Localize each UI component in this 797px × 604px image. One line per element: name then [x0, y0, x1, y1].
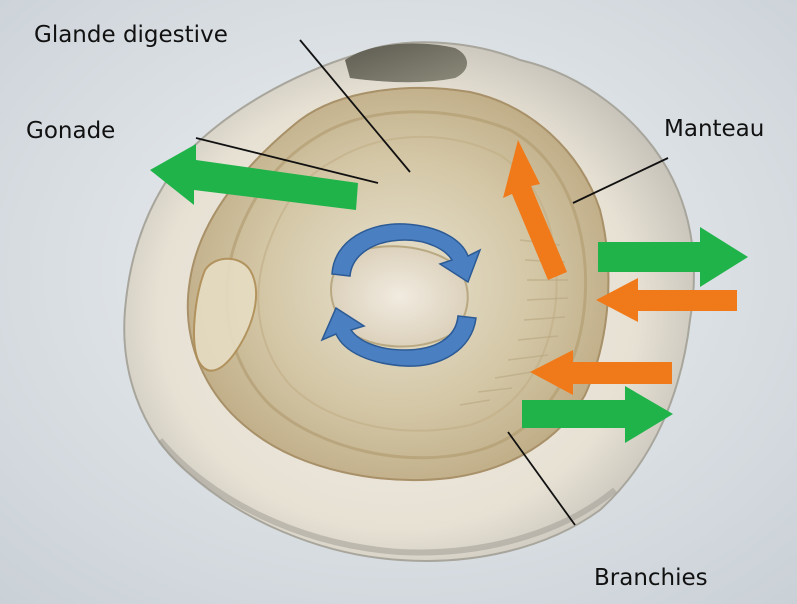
label-manteau: Manteau — [664, 118, 764, 141]
label-branchies: Branchies — [594, 567, 708, 590]
label-gonade: Gonade — [26, 120, 115, 143]
label-glande-digestive: Glande digestive — [34, 24, 228, 47]
